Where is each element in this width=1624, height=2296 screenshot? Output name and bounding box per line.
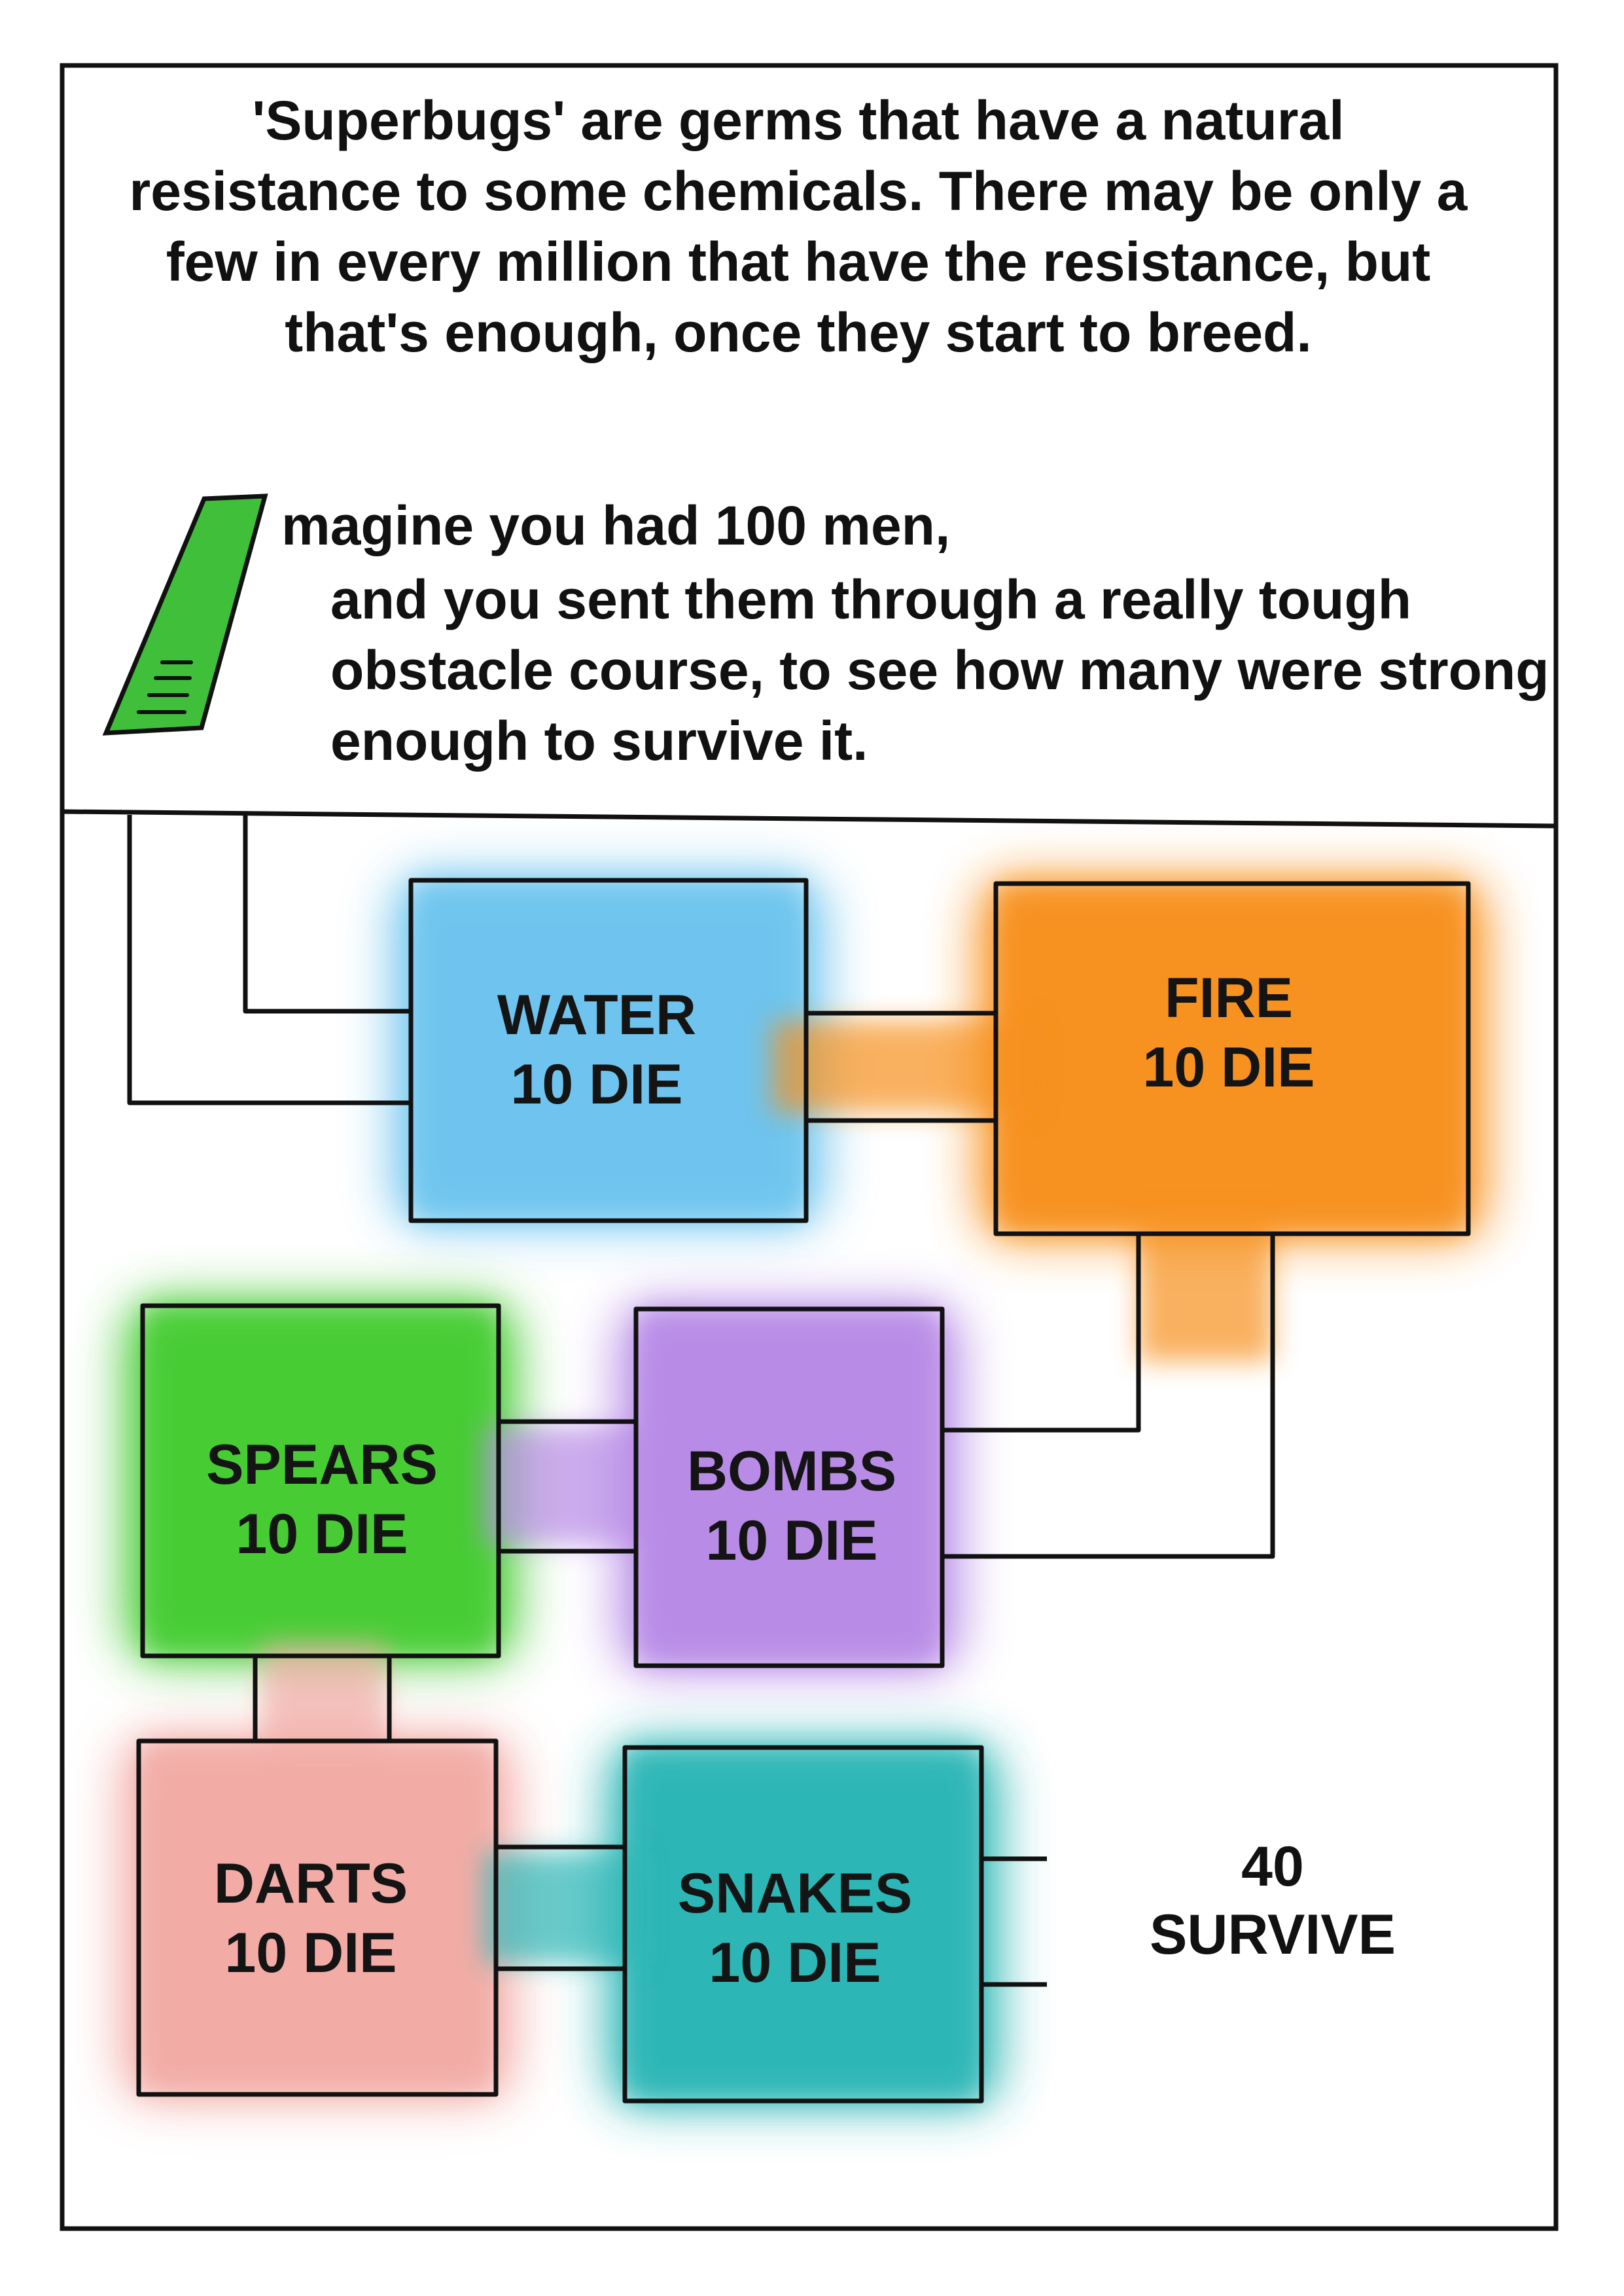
corridor-wash-1 bbox=[1139, 1217, 1273, 1361]
intro-paragraph: 'Superbugs' are germs that have a natura… bbox=[129, 90, 1468, 363]
imagine-line-2: and you sent them through a really tough… bbox=[330, 569, 1549, 772]
corridor-wash-2 bbox=[484, 1427, 654, 1545]
page-frame bbox=[60, 63, 1559, 2231]
survivors-text: SURVIVE bbox=[1150, 1903, 1396, 1966]
corridor-wash-0 bbox=[772, 1021, 1034, 1113]
bookmark-icon bbox=[102, 493, 268, 736]
obstacle-room-snakes bbox=[622, 1745, 984, 2104]
corridor-wash-3 bbox=[262, 1643, 386, 1754]
fill-fire bbox=[1000, 888, 1464, 1230]
survivors-count: 40 bbox=[1241, 1835, 1304, 1898]
obstacle-room-bombs bbox=[633, 1306, 945, 1668]
imagine-line-1: magine you had 100 men, bbox=[281, 495, 951, 556]
obstacle-room-spears bbox=[140, 1303, 501, 1659]
obstacle-room-fire bbox=[993, 881, 1471, 1236]
course-path bbox=[127, 815, 1275, 1987]
fill-spears bbox=[147, 1310, 495, 1652]
obstacle-room-water bbox=[408, 878, 809, 1223]
fill-snakes bbox=[629, 1751, 978, 2097]
panel-divider bbox=[62, 809, 1557, 829]
corridor-wash-4 bbox=[484, 1852, 641, 1964]
survivors-label: 40 SURVIVE bbox=[1150, 1833, 1396, 1969]
fill-bombs bbox=[640, 1313, 938, 1662]
fill-darts bbox=[143, 1745, 492, 2090]
fill-water bbox=[415, 884, 802, 1217]
obstacle-room-darts bbox=[136, 1738, 499, 2097]
